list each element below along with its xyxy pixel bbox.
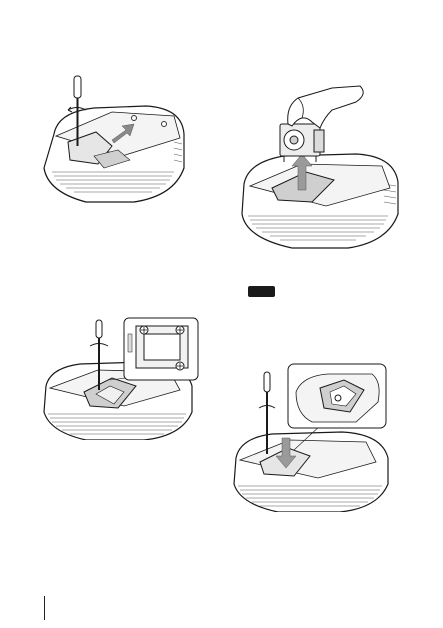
figure-attach-lamp-cover [232,362,390,512]
screwdriver-icon [89,319,109,390]
figure-loosen-lamp-screws [40,316,200,440]
screw-detail-inset-icon [123,317,199,381]
rotate-arrow-icon [67,107,87,111]
lamp-unit-icon [279,123,325,162]
screwdriver-icon [73,75,82,146]
cover-detail-inset-icon [287,363,387,429]
up-arrow-icon [291,153,313,191]
slide-arrow-icon [111,123,135,144]
note-badge [248,286,275,297]
down-arrow-icon [275,437,297,469]
figure-remove-lamp-cover [34,72,194,222]
page-margin-rule [44,596,45,620]
figure-pull-out-lamp-unit [236,84,404,250]
screwdriver-icon [258,371,276,454]
hand-icon [287,85,364,129]
